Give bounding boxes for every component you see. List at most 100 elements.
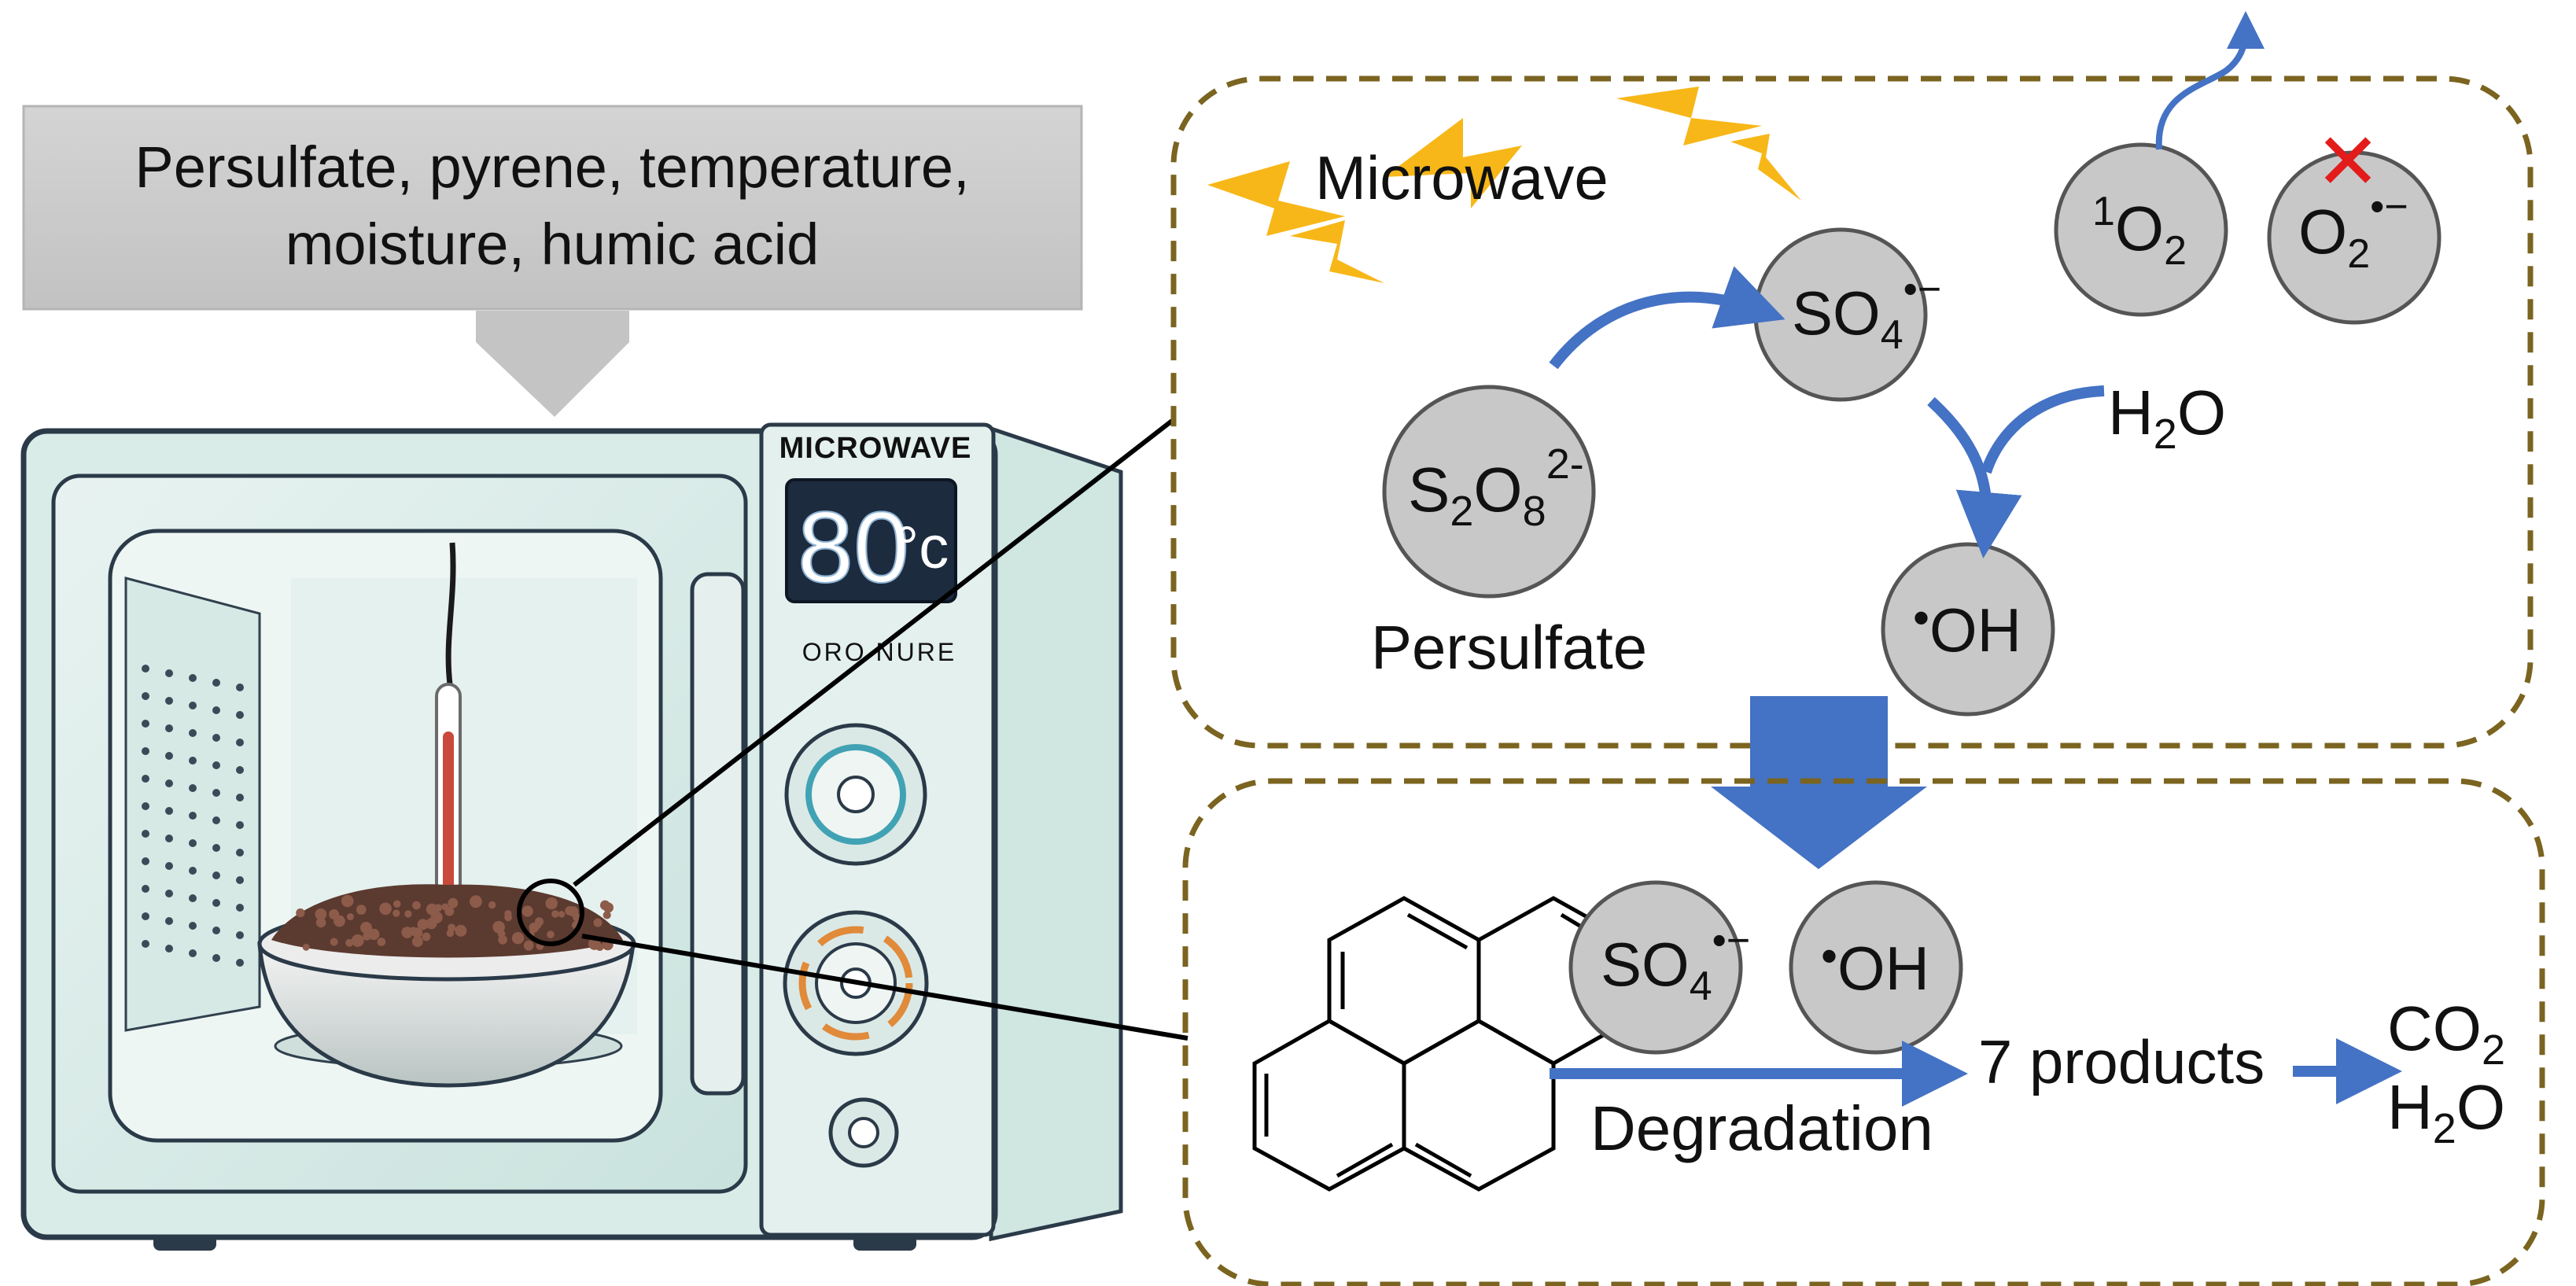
vent-hole — [142, 857, 149, 865]
soil-grain — [448, 923, 455, 931]
water-formula: H2O — [2108, 378, 2226, 458]
vent-hole — [165, 669, 173, 677]
temp-display-unit: °c — [895, 514, 949, 581]
vent-hole — [212, 871, 220, 879]
soil-grain — [356, 905, 367, 915]
vent-hole — [189, 812, 197, 820]
soil-grain — [470, 895, 482, 908]
vent-hole — [165, 862, 173, 870]
soil-grain — [546, 897, 558, 909]
vent-hole — [236, 684, 244, 691]
co2-formula: CO2 — [2387, 993, 2505, 1074]
vent-hole — [142, 692, 149, 700]
vent-hole — [189, 784, 197, 792]
vent-hole — [165, 917, 173, 925]
vent-hole — [189, 922, 197, 930]
microwave-oven: MICROWAVE 80 °c ORO NURE — [24, 425, 1121, 1251]
vent-hole — [236, 739, 244, 746]
soil-grain — [565, 906, 574, 916]
temp-display-value: 80 — [798, 492, 909, 604]
vent-hole — [236, 849, 244, 857]
soil-grain — [547, 930, 555, 938]
excluded-cross-icon: ✕ — [2315, 116, 2381, 208]
soil-grain — [303, 944, 310, 951]
pyrene-structure — [1255, 898, 1628, 1189]
persulfate-label: Persulfate — [1371, 613, 1647, 682]
vent-hole — [165, 724, 173, 732]
soil-grain — [316, 918, 326, 928]
vent-hole — [212, 816, 220, 824]
soil-grain — [434, 904, 442, 912]
degradation-panel: SO4•− •OH Degradation 7 products CO2 H2O — [1185, 781, 2542, 1284]
door-handle[interactable] — [692, 574, 743, 1093]
vent-hole — [165, 779, 173, 787]
start-button[interactable] — [831, 1100, 897, 1166]
oven-side — [991, 429, 1121, 1239]
soil-grain — [347, 913, 354, 920]
soil-grain — [600, 901, 610, 911]
vent-hole — [236, 794, 244, 801]
persulfate-to-sulfate-arrow — [1553, 297, 1754, 366]
vent-hole — [142, 940, 149, 948]
soil-grain — [524, 941, 534, 951]
soil-grain — [392, 909, 400, 916]
vent-hole — [165, 890, 173, 897]
soil-grain — [368, 929, 379, 940]
h2o-formula: H2O — [2387, 1072, 2505, 1152]
lightning-icon — [1616, 87, 1762, 146]
vent-hole — [189, 757, 197, 765]
soil-grain — [558, 911, 566, 918]
vent-hole — [212, 679, 220, 687]
vent-hole — [165, 697, 173, 705]
vent-hole — [189, 702, 197, 709]
soil-grain — [379, 903, 392, 916]
vent-hole — [189, 729, 197, 737]
degradation-label: Degradation — [1590, 1093, 1933, 1163]
hydroxyl-radical-formula: •OH — [1913, 591, 2021, 665]
vent-hole — [236, 821, 244, 829]
input-box: Persulfate, pyrene, temperature, moistur… — [24, 106, 1082, 417]
lightning-icon — [1730, 134, 1801, 201]
soil-grain — [334, 916, 345, 927]
soil-grain — [412, 901, 421, 910]
soil-grain — [488, 901, 496, 908]
vent-hole — [165, 835, 173, 842]
brand-label: MICROWAVE — [779, 432, 972, 465]
vent-hole — [142, 802, 149, 810]
water-input-arrow — [1986, 391, 2104, 472]
vent-hole — [212, 844, 220, 852]
soil-grain — [441, 903, 448, 910]
microwave-label: Microwave — [1315, 143, 1609, 212]
vent-hole — [142, 775, 149, 783]
singlet-oxygen-release-arrow — [2159, 30, 2246, 149]
vent-hole — [236, 876, 244, 884]
vent-hole — [236, 959, 244, 967]
products-label: 7 products — [1978, 1027, 2265, 1096]
vent-hole — [142, 912, 149, 920]
soil-grain — [455, 925, 466, 937]
vent-hole — [189, 674, 197, 682]
soil-grain — [551, 910, 559, 918]
sulfate-to-hydroxyl-arrow — [1931, 401, 1987, 525]
vent-hole — [142, 720, 149, 728]
input-text-line1: Persulfate, pyrene, temperature, — [135, 134, 969, 200]
faded-label: ORO NURE — [802, 638, 956, 666]
vent-hole — [165, 945, 173, 953]
soil-grain — [404, 910, 411, 917]
soil-grain — [296, 908, 304, 917]
soil-grain — [498, 930, 506, 938]
soil-grain — [377, 938, 385, 946]
soil-grain — [522, 905, 533, 916]
timer-knob[interactable] — [787, 725, 925, 864]
hydroxyl-radical-formula-2: •OH — [1821, 930, 1929, 1003]
vent-hole — [212, 927, 220, 934]
vent-hole — [212, 789, 220, 797]
soil-grain — [393, 901, 401, 908]
vent-hole — [142, 747, 149, 755]
vent-hole — [212, 761, 220, 769]
vent-hole — [236, 711, 244, 719]
vent-hole — [142, 885, 149, 893]
soil-grain — [603, 911, 611, 919]
vent-hole — [189, 894, 197, 902]
